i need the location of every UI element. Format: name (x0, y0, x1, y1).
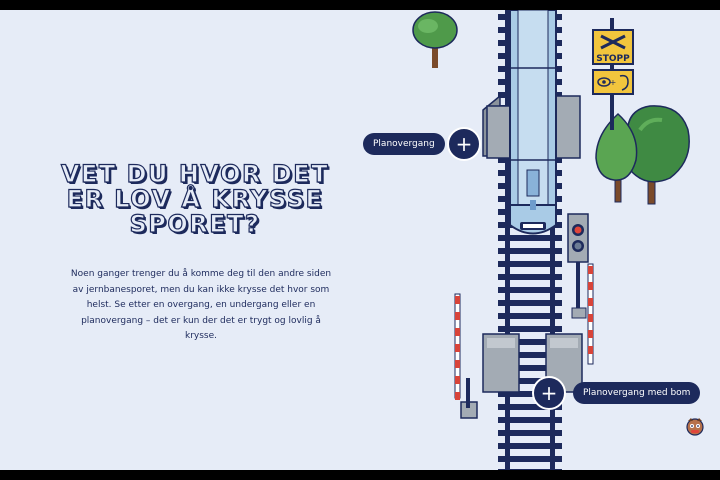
track-sleeper (498, 261, 562, 267)
track-sleeper (498, 365, 562, 371)
barrier-stripe (455, 328, 460, 336)
track-sleeper (498, 404, 562, 410)
railway-illustration: STOPP + (412, 10, 690, 470)
track-sleeper (498, 235, 562, 241)
barrier-stripe (455, 344, 460, 352)
barrier-right (587, 263, 594, 365)
tree-right-small (595, 112, 638, 203)
eye-ear-sign-icon: + (592, 69, 634, 95)
track-sleeper (498, 248, 562, 254)
lower-crossing (482, 333, 583, 393)
svg-text:+: + (610, 78, 617, 87)
barrier-stripe (455, 392, 460, 400)
track-sleeper (498, 274, 562, 280)
train (509, 10, 557, 235)
barrier-stripe (588, 282, 593, 290)
left-rail (505, 10, 510, 470)
plus-icon[interactable]: + (532, 376, 566, 410)
track-sleeper (498, 417, 562, 423)
barrier-stripe (588, 314, 593, 322)
barrier-stripe (455, 312, 460, 320)
track-sleeper (498, 287, 562, 293)
plus-icon[interactable]: + (447, 127, 481, 161)
tree-top-left (412, 11, 458, 68)
track-sleeper (498, 378, 562, 384)
hotspot-label-planovergang[interactable]: Planovergang (363, 133, 445, 155)
track-sleeper (498, 443, 562, 449)
track-sleeper (498, 456, 562, 462)
track-sleeper (498, 352, 562, 358)
illustration-scene: STOPP + VET (0, 10, 720, 470)
barrier-left (454, 293, 478, 419)
barrier-stripe (588, 330, 593, 338)
barrier-stripe (588, 346, 593, 354)
barrier-stripe (455, 360, 460, 368)
track-sleeper (498, 300, 562, 306)
page-title: VET DU HVOR DET ER LOV Å KRYSSE SPORET? (60, 160, 330, 238)
traffic-signal-icon (567, 213, 589, 319)
track-sleeper (498, 469, 562, 470)
mascot-icon[interactable] (684, 415, 706, 437)
track-sleeper (498, 391, 562, 397)
track-sleeper (498, 430, 562, 436)
barrier-stripe (588, 298, 593, 306)
right-rail (550, 10, 555, 470)
track-sleeper (498, 339, 562, 345)
barrier-stripe (455, 296, 460, 304)
barrier-stripe (455, 376, 460, 384)
intro-text: Noen ganger trenger du å komme deg til d… (70, 269, 332, 341)
hotspot-label-planovergang-med-bom[interactable]: Planovergang med bom (573, 382, 701, 404)
stop-sign-text: STOPP (596, 54, 630, 64)
track-sleeper (498, 313, 562, 319)
barrier-stripe (588, 266, 593, 274)
track-sleeper (498, 326, 562, 332)
